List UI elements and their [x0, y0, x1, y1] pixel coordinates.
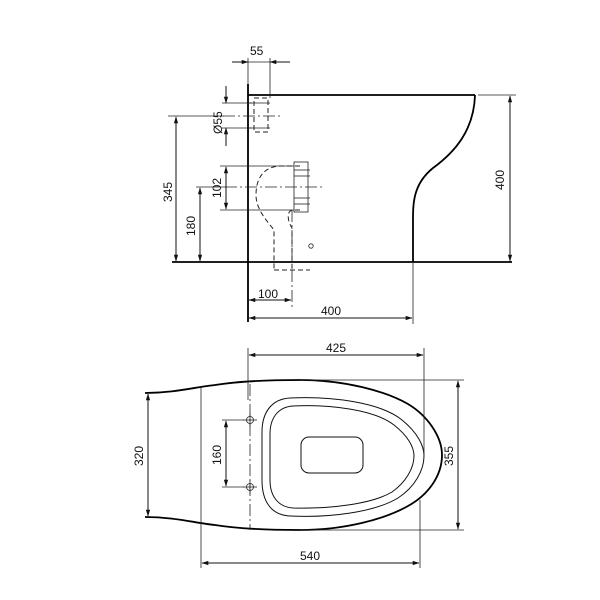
dim-depth: 400 — [248, 262, 414, 324]
dim-inlet-height-label: 345 — [161, 182, 175, 202]
toilet-front-profile — [412, 94, 476, 262]
dim-inlet-height: 345 — [161, 115, 224, 262]
dim-outlet-diameter: 102 — [210, 165, 294, 211]
dim-outlet-height-label: 180 — [184, 216, 198, 236]
rim-inner — [269, 405, 415, 509]
dim-depth-label: 400 — [321, 304, 341, 318]
rim-outer — [261, 397, 425, 517]
dim-overall-width-label: 355 — [442, 446, 456, 466]
dim-inlet-diameter: Ø55 — [211, 86, 252, 146]
dim-pipe-offset-label: 55 — [250, 44, 264, 58]
dim-mount-width-label: 320 — [132, 446, 146, 466]
dim-bolt-spacing-label: 160 — [210, 445, 224, 465]
dim-inlet-diameter-label: Ø55 — [211, 111, 225, 134]
dim-bowl-length: 425 — [247, 341, 425, 456]
bowl-outer-outline — [144, 379, 443, 531]
side-view: 55 Ø55 345 102 — [161, 44, 516, 324]
top-view: 425 320 160 355 — [132, 341, 464, 568]
dim-outlet-diameter-label: 102 — [210, 178, 224, 198]
dim-outlet-height: 180 — [184, 186, 226, 262]
dim-total-height-label: 400 — [493, 170, 507, 190]
dim-bolt-spacing: 160 — [210, 419, 244, 488]
dim-outlet-distance: 100 — [248, 287, 292, 303]
dim-outlet-distance-label: 100 — [258, 287, 278, 301]
dim-overall-width: 355 — [300, 379, 464, 531]
dim-overall-length-label: 540 — [300, 549, 320, 563]
dim-overall-length: 540 — [200, 388, 421, 568]
dim-mount-width: 320 — [132, 393, 151, 517]
bolt-hole-bottom — [243, 480, 257, 494]
dim-pipe-offset: 55 — [232, 44, 290, 98]
dim-bowl-length-label: 425 — [326, 341, 346, 355]
water-area — [300, 436, 364, 474]
dim-total-height: 400 — [478, 94, 516, 262]
bolt-hole-top — [243, 413, 257, 427]
